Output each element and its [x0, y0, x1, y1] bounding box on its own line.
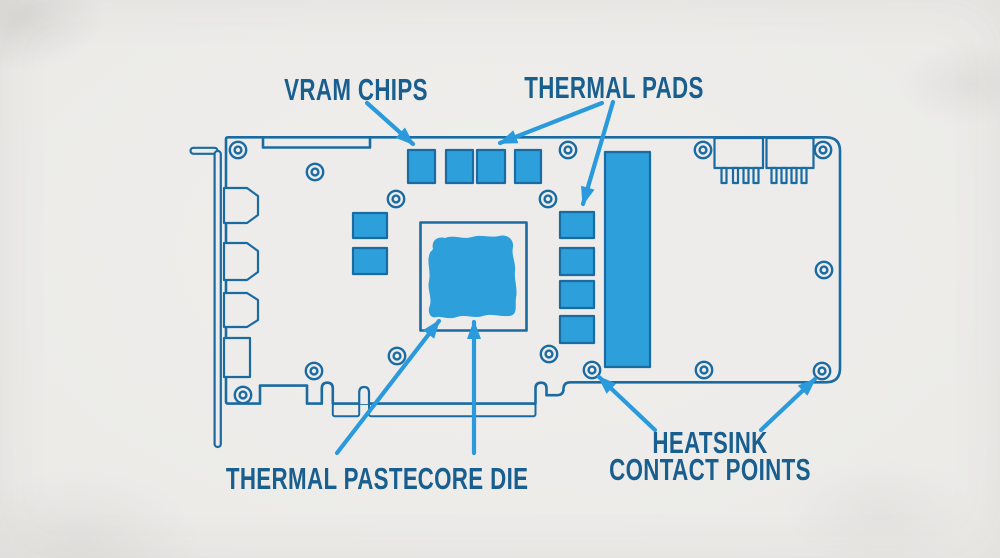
- thermal-pad: [558, 314, 596, 345]
- callout-arrows: [334, 99, 818, 456]
- vram-chip: [475, 148, 507, 185]
- pcie-fingers-long: [368, 402, 537, 418]
- power-connectors: [713, 136, 815, 185]
- label-vram-chips: VRAM CHIPS: [284, 72, 428, 107]
- bracket-strip: [213, 149, 222, 449]
- vram-chip: [444, 148, 475, 185]
- arrow-heatsink-left: [596, 374, 658, 433]
- vram-chip-row: [406, 148, 543, 185]
- display-port-1: [222, 186, 260, 225]
- label-heatsink-line2: CONTACT POINTS: [609, 452, 811, 487]
- thermal-paste-blob: [428, 235, 517, 319]
- label-heatsink-line1: HEATSINK: [652, 425, 768, 460]
- thermal-pad: [558, 279, 596, 310]
- arrow-thermal-paste: [334, 318, 442, 456]
- vrm-strip: [603, 150, 652, 369]
- thermal-pad-column: [558, 210, 596, 345]
- sli-notch: [261, 136, 372, 149]
- arrow-vram-chips: [364, 100, 416, 147]
- hdmi-port: [222, 336, 252, 379]
- small-chip: [351, 211, 389, 240]
- power-connector-2: [765, 136, 815, 170]
- bracket-top-tab: [189, 146, 219, 155]
- display-port-3: [222, 291, 260, 329]
- small-chips-left: [351, 211, 389, 276]
- power-connector-pins: [720, 166, 808, 185]
- io-bracket: [189, 146, 222, 449]
- label-thermal-paste: THERMAL PASTE: [225, 461, 419, 496]
- pcie-fingers-short: [331, 402, 361, 418]
- arrow-thermal-pads-top: [497, 100, 605, 146]
- output-ports: [222, 186, 260, 379]
- small-chip: [351, 246, 389, 276]
- arrow-heatsink-right: [758, 376, 818, 433]
- thermal-pad: [558, 210, 596, 240]
- power-connector-1: [713, 136, 765, 170]
- pcb-outline: [224, 136, 842, 405]
- vram-chip: [406, 148, 437, 185]
- label-core-die: CORE DIE: [417, 461, 529, 496]
- label-heatsink-contact-points: HEATSINK CONTACT POINTS: [609, 425, 811, 487]
- arrow-thermal-pads-column: [580, 99, 616, 207]
- label-thermal-pads: THERMAL PADS: [524, 70, 704, 105]
- pcie-key-notch: [358, 385, 371, 404]
- display-port-2: [222, 241, 260, 282]
- vram-chip: [513, 148, 543, 185]
- thermal-pad: [558, 246, 596, 277]
